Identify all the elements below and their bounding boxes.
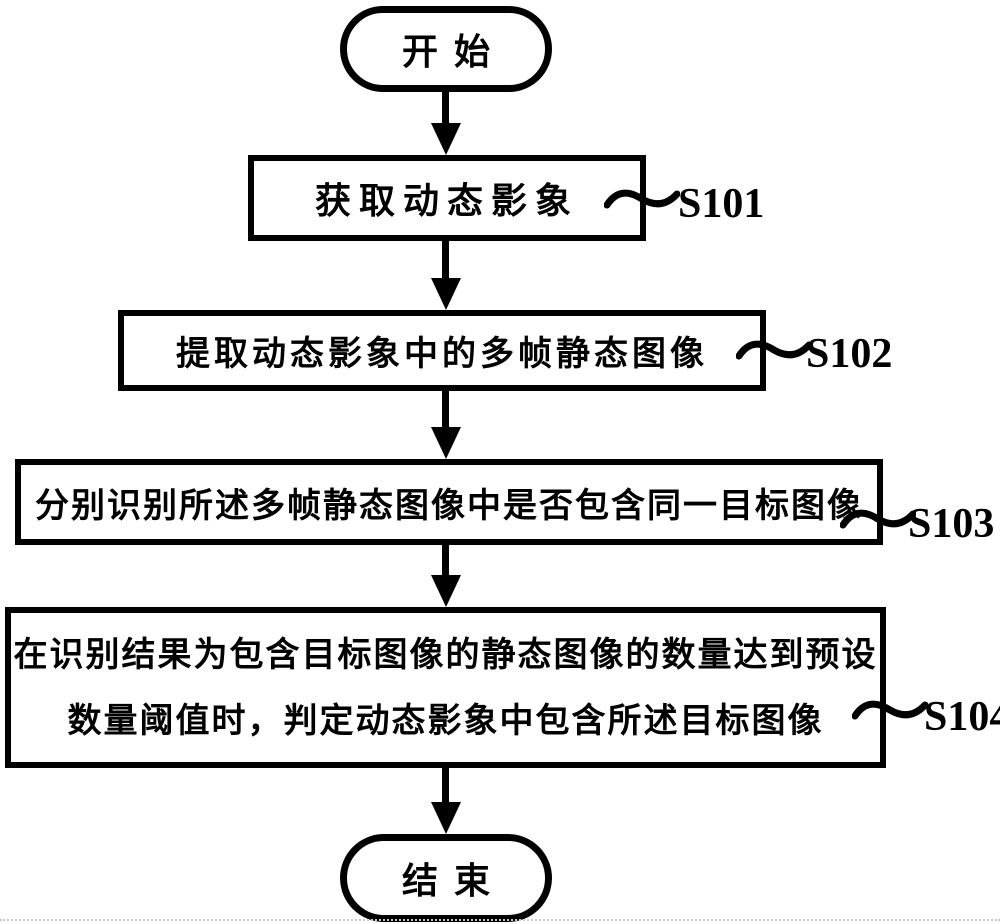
reference-squiggle-s104-icon <box>852 697 928 725</box>
step-s102-box: 提取动态影象中的多帧静态图像 <box>118 310 766 391</box>
start-label: 开始 <box>386 23 506 75</box>
step-s101-ref-label: S101 <box>678 183 764 225</box>
arrow-s103-to-s104-shaft <box>442 543 449 577</box>
reference-squiggle-s102-icon <box>736 337 812 365</box>
arrow-s101-to-s102-shaft <box>442 239 449 280</box>
step-s104-box: 在识别结果为包含目标图像的静态图像的数量达到预设 数量阈值时，判定动态影象中包含… <box>5 607 886 768</box>
step-s104-text-line1: 在识别结果为包含目标图像的静态图像的数量达到预设 <box>14 622 878 688</box>
step-s101-text: 获取动态影象 <box>315 172 579 224</box>
step-s101-box: 获取动态影象 <box>248 155 646 241</box>
arrow-s102-to-s103-shaft <box>442 389 449 429</box>
arrow-start-to-s101-head-icon <box>431 123 461 155</box>
step-s103-ref-label: S103 <box>908 503 994 545</box>
step-s102-ref-label: S102 <box>806 333 892 375</box>
step-s104-ref-label: S104 <box>924 696 1000 738</box>
arrow-s101-to-s102-head-icon <box>431 278 461 310</box>
step-s102-text: 提取动态影象中的多帧静态图像 <box>176 326 708 375</box>
arrow-s103-to-s104-head-icon <box>431 575 461 607</box>
step-s103-box: 分别识别所述多帧静态图像中是否包含同一目标图像 <box>15 459 883 545</box>
arrow-start-to-s101-shaft <box>442 90 449 125</box>
arrow-s104-to-end-shaft <box>442 766 449 804</box>
arrow-s104-to-end-head-icon <box>431 802 461 834</box>
reference-squiggle-s103-icon <box>840 506 916 534</box>
step-s104-text-line2: 数量阈值时，判定动态影象中包含所述目标图像 <box>68 688 824 754</box>
start-terminal: 开始 <box>340 6 552 92</box>
arrow-s102-to-s103-head-icon <box>431 427 461 459</box>
end-terminal: 结束 <box>340 834 552 922</box>
step-s103-text: 分别识别所述多帧静态图像中是否包含同一目标图像 <box>35 478 863 527</box>
end-label: 结束 <box>386 852 506 904</box>
reference-squiggle-s101-icon <box>604 186 680 214</box>
scan-artifact-line <box>0 919 1000 921</box>
